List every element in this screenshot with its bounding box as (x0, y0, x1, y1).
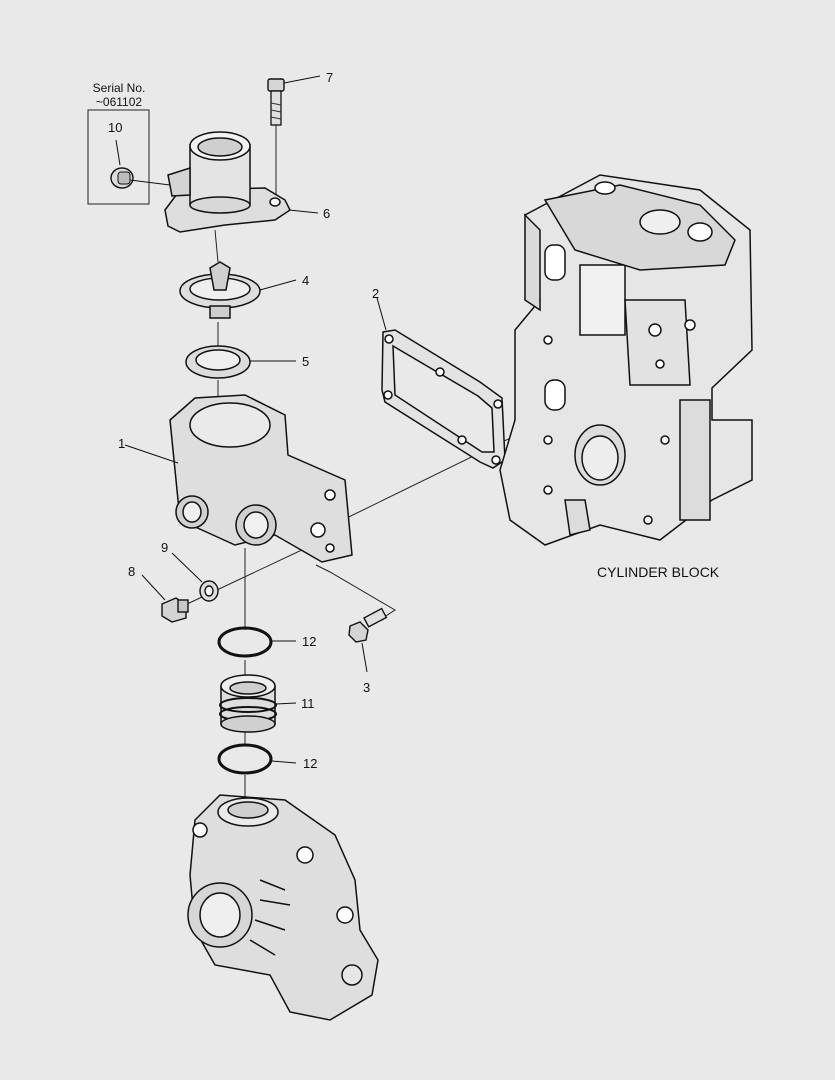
callout-6: 6 (323, 206, 331, 221)
thermostat-part-4 (179, 261, 297, 319)
callout-10: 10 (108, 120, 123, 135)
thermostat-cover-part-6 (164, 131, 319, 233)
callout-1: 1 (118, 436, 126, 451)
callout-3: 3 (363, 680, 371, 695)
sleeve-part-11 (219, 674, 297, 733)
gasket-part-2 (376, 297, 506, 469)
callout-11: 11 (301, 696, 315, 711)
cylinder-block (499, 174, 753, 546)
callout-5: 5 (302, 354, 310, 369)
o-ring-part-12-lower (217, 743, 297, 775)
plug-part-8 (141, 574, 189, 623)
o-ring-part-12-upper (217, 626, 296, 658)
callout-12-lower: 12 (303, 756, 318, 771)
callout-4: 4 (302, 273, 310, 288)
serial-note-line2: ~061102 (95, 95, 143, 109)
plug-part-10 (110, 139, 171, 189)
serial-box (87, 109, 171, 205)
serial-note-line1: Serial No. (92, 81, 146, 95)
serial-note: Serial No. ~061102 (86, 81, 152, 109)
callout-9: 9 (161, 540, 169, 555)
callout-12-upper: 12 (302, 634, 317, 649)
washer-part-9 (171, 552, 219, 602)
bolt-part-7 (267, 75, 321, 126)
callout-8: 8 (128, 564, 136, 579)
cylinder-block-caption: CYLINDER BLOCK (597, 564, 720, 580)
thermostat-housing-part-1 (124, 394, 353, 563)
callout-2: 2 (372, 286, 380, 301)
water-pump-body (187, 794, 379, 1021)
gasket-ring-part-5 (185, 345, 296, 379)
callout-7: 7 (326, 70, 334, 85)
bolt-part-3 (348, 607, 388, 673)
